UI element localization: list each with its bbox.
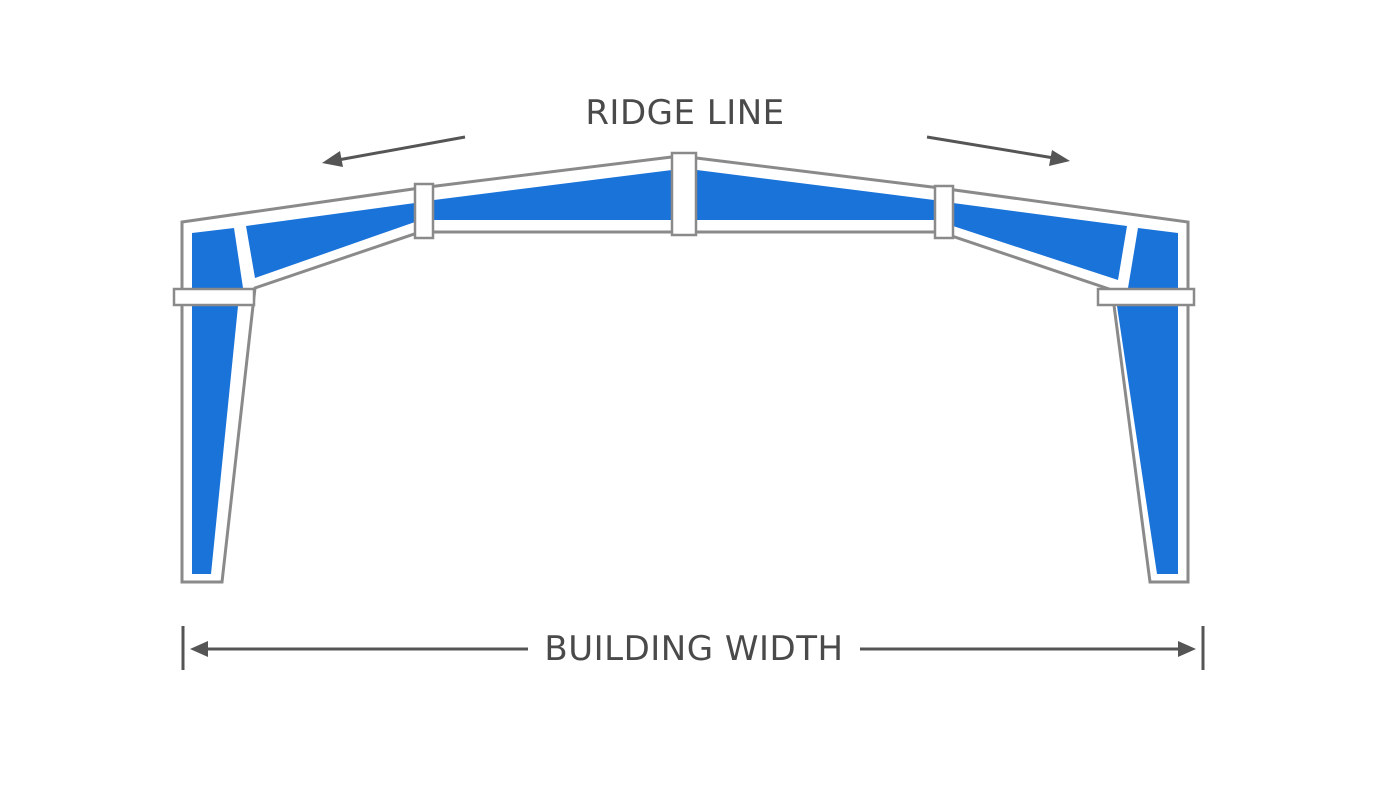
left-knee-plate xyxy=(172,287,256,307)
left-knee-panel xyxy=(192,228,243,288)
right-column-panel xyxy=(1117,306,1178,574)
building-width-dimension xyxy=(181,626,1205,670)
left-rafter-panel xyxy=(434,170,672,220)
right-haunch-panel xyxy=(953,203,1127,280)
ridge-arrow-right xyxy=(926,135,1070,166)
left-rafter-splice-plate xyxy=(413,182,435,240)
right-rafter-panel xyxy=(697,170,934,220)
left-haunch-panel xyxy=(246,203,415,278)
steel-frame xyxy=(172,151,1196,584)
right-knee-plate xyxy=(1096,287,1196,307)
right-knee-panel xyxy=(1128,228,1178,288)
building-width-label: BUILDING WIDTH xyxy=(544,629,843,669)
ridge-arrow-left xyxy=(322,135,466,167)
ridge-line-label: RIDGE LINE xyxy=(585,93,784,133)
ridge-splice-plate xyxy=(670,151,698,237)
right-rafter-splice-plate xyxy=(933,184,955,240)
left-column-panel xyxy=(192,306,238,574)
